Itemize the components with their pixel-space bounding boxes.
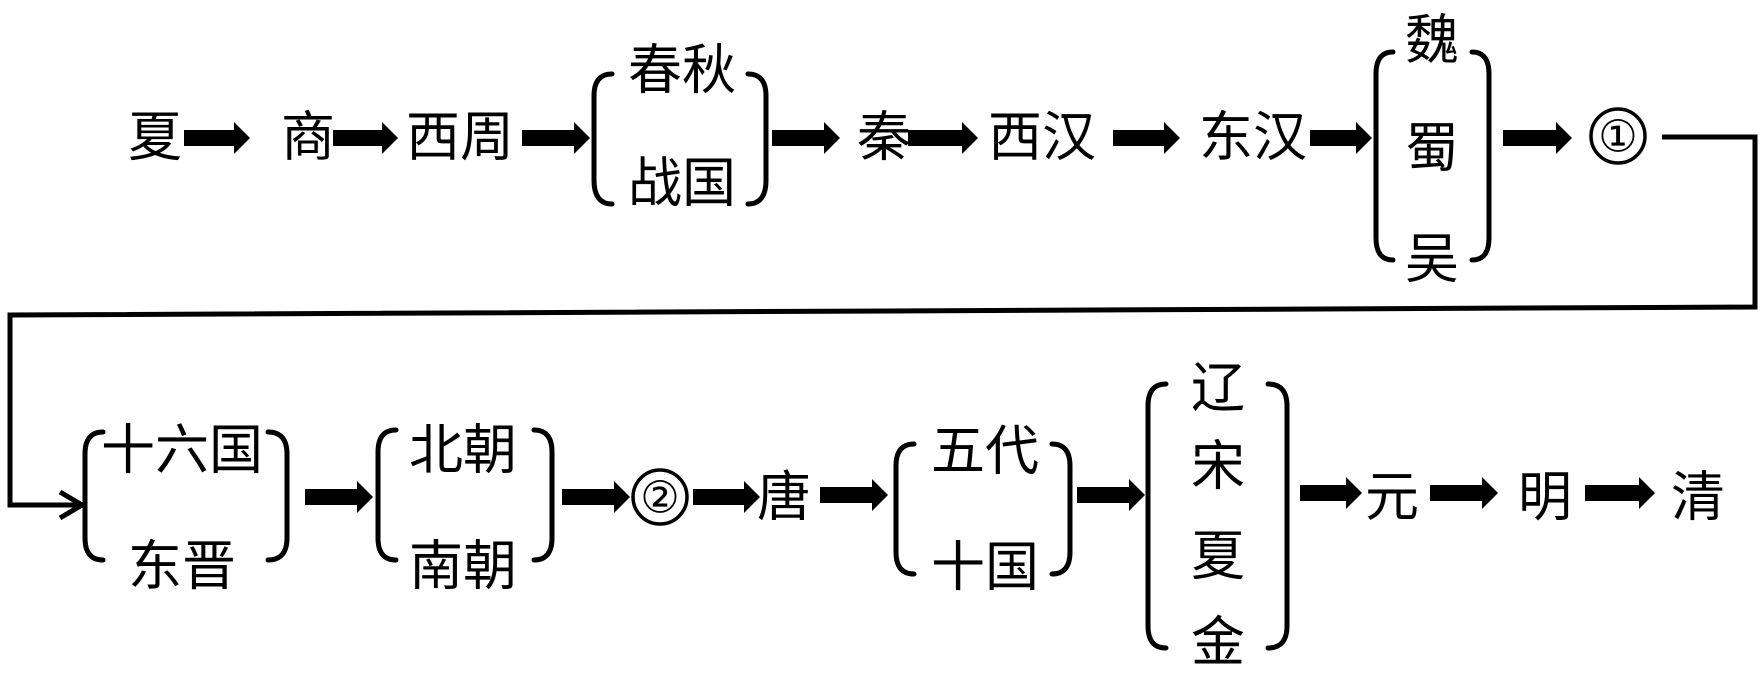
node-ten-kingdoms: 十国 bbox=[931, 536, 1039, 599]
group-three-kingdoms: 魏 蜀 吴 bbox=[1373, 9, 1492, 291]
node-tang: 唐 bbox=[757, 466, 811, 529]
arrow-ten-kingdoms-liao-song bbox=[1077, 479, 1145, 511]
thick-arrow-icon bbox=[1430, 477, 1498, 509]
thick-arrow-icon bbox=[1077, 479, 1145, 511]
node-eastern-han: 东汉 bbox=[1199, 106, 1307, 169]
arrow-qin-western-han bbox=[908, 122, 978, 154]
circle-1 bbox=[1589, 107, 1647, 165]
node-jin: 金 bbox=[1191, 611, 1245, 674]
arrow-three-kingdoms-blank-1 bbox=[1503, 122, 1572, 154]
node-spring-autumn: 春秋 bbox=[628, 39, 736, 102]
thick-arrow-icon bbox=[693, 481, 760, 513]
node-wei: 魏 bbox=[1405, 9, 1459, 72]
arrow-western-zhou-spring-autumn bbox=[522, 122, 590, 154]
node-five-dynasties: 五代 bbox=[931, 420, 1039, 483]
thick-arrow-icon bbox=[305, 481, 373, 513]
bracket-left bbox=[591, 71, 615, 207]
thick-arrow-icon bbox=[184, 122, 250, 154]
bracket-left bbox=[1145, 381, 1169, 651]
circle-2 bbox=[631, 468, 689, 526]
bracket-left bbox=[375, 427, 399, 563]
node-sixteen-kingdoms: 十六国 bbox=[101, 419, 263, 482]
arrow-eastern-han-three-kingdoms bbox=[1310, 122, 1372, 154]
row-connector-line bbox=[7, 134, 1758, 508]
bracket-right bbox=[1265, 381, 1290, 651]
thick-arrow-icon bbox=[908, 122, 978, 154]
group-five-dynasties-ten-kingdoms: 五代 十国 bbox=[893, 420, 1073, 599]
node-wu: 吴 bbox=[1405, 228, 1459, 291]
group-northern-southern-dynasties: 北朝 南朝 bbox=[375, 419, 555, 598]
thick-arrow-icon bbox=[1503, 122, 1572, 154]
thick-arrow-icon bbox=[1300, 477, 1362, 509]
bracket-left bbox=[1373, 49, 1396, 263]
node-southern-dynasties: 南朝 bbox=[409, 535, 517, 598]
arrow-jin-north-south bbox=[305, 481, 373, 513]
arrow-xia-shang bbox=[184, 122, 250, 154]
node-qing: 清 bbox=[1671, 466, 1725, 529]
node-shu: 蜀 bbox=[1405, 117, 1459, 180]
arrow-blank-2-tang bbox=[693, 481, 760, 513]
blank-2-label: ② bbox=[640, 473, 679, 524]
node-western-han: 西汉 bbox=[988, 106, 1096, 169]
bracket-left bbox=[82, 429, 106, 563]
bracket-right bbox=[531, 427, 555, 563]
bracket-left bbox=[893, 441, 917, 577]
thick-arrow-icon bbox=[772, 122, 840, 154]
bracket-right bbox=[1049, 441, 1073, 577]
node-song: 宋 bbox=[1191, 435, 1245, 498]
node-xixia: 夏 bbox=[1191, 525, 1245, 588]
node-western-zhou: 西周 bbox=[406, 106, 514, 169]
arrow-yuan-ming bbox=[1430, 477, 1498, 509]
node-northern-dynasties: 北朝 bbox=[409, 419, 517, 482]
thick-arrow-icon bbox=[562, 481, 630, 513]
node-eastern-jin: 东晋 bbox=[128, 535, 236, 598]
node-ming: 明 bbox=[1518, 466, 1572, 529]
bracket-right bbox=[1469, 49, 1492, 263]
arrow-shang-western-zhou bbox=[333, 122, 398, 154]
arrow-western-han-eastern-han bbox=[1113, 122, 1180, 154]
group-sixteen-kingdoms-eastern-jin: 十六国 东晋 bbox=[82, 419, 290, 598]
bracket-right bbox=[265, 429, 290, 563]
arrow-south-blank-2 bbox=[562, 481, 630, 513]
node-xia: 夏 bbox=[128, 106, 182, 169]
bracket-right bbox=[745, 71, 769, 207]
thick-arrow-icon bbox=[1113, 122, 1180, 154]
node-shang: 商 bbox=[281, 106, 335, 169]
blank-2-marker: ② bbox=[631, 468, 689, 526]
arrow-warring-states-qin bbox=[772, 122, 840, 154]
thick-arrow-icon bbox=[1310, 122, 1372, 154]
arrow-liao-song-yuan bbox=[1300, 477, 1362, 509]
arrow-ming-qing bbox=[1585, 477, 1655, 509]
blank-1-label: ① bbox=[1598, 112, 1637, 163]
group-spring-autumn-warring-states: 春秋 战国 bbox=[591, 39, 769, 215]
node-warring-states: 战国 bbox=[628, 152, 736, 215]
thick-arrow-icon bbox=[1585, 477, 1655, 509]
node-liao: 辽 bbox=[1191, 357, 1245, 420]
blank-1-marker: ① bbox=[1589, 107, 1647, 165]
node-qin: 秦 bbox=[857, 106, 911, 169]
thick-arrow-icon bbox=[820, 479, 888, 511]
thick-arrow-icon bbox=[522, 122, 590, 154]
group-liao-song-xia-jin: 辽 宋 夏 金 bbox=[1145, 357, 1290, 674]
arrow-tang-five-dynasties bbox=[820, 479, 888, 511]
connector-arrowhead-icon bbox=[58, 489, 87, 521]
thick-arrow-icon bbox=[333, 122, 398, 154]
node-yuan: 元 bbox=[1365, 466, 1419, 529]
